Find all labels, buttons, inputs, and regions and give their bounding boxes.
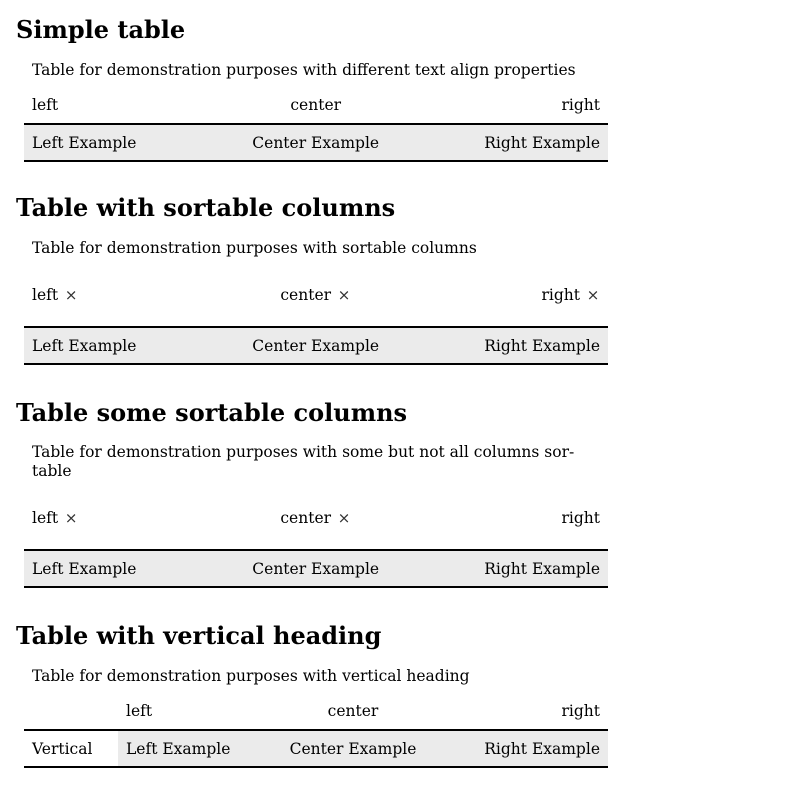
header-right: right bbox=[561, 96, 600, 114]
cell-right: Right Example bbox=[438, 730, 608, 767]
vertical-table-header-row: left center right bbox=[24, 693, 608, 730]
sortable-header-left[interactable]: left ⨯ bbox=[24, 264, 218, 327]
sort-icon[interactable]: ⨯ bbox=[586, 286, 600, 304]
cell-left: Left Example bbox=[24, 327, 219, 364]
header-left: left bbox=[126, 702, 153, 720]
caption-line-2: table bbox=[32, 462, 72, 480]
simple-table-header-row: left center right bbox=[24, 87, 608, 124]
header-center: center bbox=[290, 96, 342, 114]
vertical-table-caption: Table for demonstration purposes with ve… bbox=[32, 667, 470, 685]
some-sortable-table-section: Table some sortable columns Table for de… bbox=[16, 365, 608, 588]
header-center: center bbox=[327, 702, 379, 720]
table-row: Left Example Center Example Right Exampl… bbox=[24, 327, 608, 364]
simple-table-section: Simple table Table for demonstration pur… bbox=[16, 0, 608, 162]
cell-center: Center Example bbox=[218, 124, 413, 161]
sortable-header-center[interactable]: center ⨯ bbox=[218, 264, 412, 327]
sort-icon[interactable]: ⨯ bbox=[64, 286, 78, 304]
header-label: center bbox=[280, 509, 332, 527]
caption-line-1: Table for demonstration purposes with so… bbox=[32, 443, 575, 461]
vertical-table-section: Table with vertical heading Table for de… bbox=[16, 588, 608, 768]
vertical-table: left center right Vertical Left Example … bbox=[24, 693, 608, 768]
sortable-table: left ⨯ center ⨯ right ⨯ Left Example Center… bbox=[24, 264, 608, 365]
table-row: Left Example Center Example Right Exampl… bbox=[24, 124, 608, 161]
header-left: left bbox=[32, 96, 59, 114]
table-row: Vertical Left Example Center Example Rig… bbox=[24, 730, 608, 767]
simple-table-caption: Table for demonstration purposes with di… bbox=[32, 61, 576, 79]
table-row: Left Example Center Example Right Exampl… bbox=[24, 550, 608, 587]
sortable-table-section: Table with sortable columns Table for de… bbox=[16, 162, 608, 365]
sortable-header-right[interactable]: right ⨯ bbox=[413, 264, 608, 327]
cell-left: Left Example bbox=[118, 730, 268, 767]
cell-left: Left Example bbox=[24, 124, 219, 161]
sort-icon[interactable]: ⨯ bbox=[337, 509, 351, 527]
header-right: right bbox=[561, 509, 600, 527]
sortable-header-center[interactable]: center ⨯ bbox=[218, 487, 412, 550]
some-sortable-table-header-row: left ⨯ center ⨯ right bbox=[24, 487, 608, 550]
some-sortable-table-caption: Table for demonstration purposes with so… bbox=[32, 443, 608, 481]
simple-table-title: Simple table bbox=[16, 15, 186, 44]
header-label: right bbox=[541, 286, 580, 304]
sortable-table-title: Table with sortable columns bbox=[16, 193, 396, 222]
header-label: left bbox=[32, 509, 59, 527]
cell-right: Right Example bbox=[412, 327, 608, 364]
corner-cell bbox=[24, 693, 118, 730]
some-sortable-table-title: Table some sortable columns bbox=[16, 398, 408, 427]
cell-right: Right Example bbox=[412, 124, 608, 161]
simple-table: left center right Left Example Center Ex… bbox=[24, 87, 608, 162]
sortable-table-header-row: left ⨯ center ⨯ right ⨯ bbox=[24, 264, 608, 327]
cell-center: Center Example bbox=[218, 550, 413, 587]
sortable-header-left[interactable]: left ⨯ bbox=[24, 487, 218, 550]
cell-center: Center Example bbox=[268, 730, 438, 767]
cell-right: Right Example bbox=[412, 550, 608, 587]
header-label: left bbox=[32, 286, 59, 304]
sort-icon[interactable]: ⨯ bbox=[64, 509, 78, 527]
page: Simple table Table for demonstration pur… bbox=[16, 0, 608, 768]
header-label: center bbox=[280, 286, 332, 304]
cell-center: Center Example bbox=[218, 327, 413, 364]
some-sortable-table: left ⨯ center ⨯ right Left Example Center … bbox=[24, 487, 608, 588]
cell-left: Left Example bbox=[24, 550, 219, 587]
row-heading: Vertical bbox=[24, 730, 118, 767]
sortable-table-caption: Table for demonstration purposes with so… bbox=[32, 239, 477, 257]
sort-icon[interactable]: ⨯ bbox=[337, 286, 351, 304]
header-right: right bbox=[561, 702, 600, 720]
vertical-table-title: Table with vertical heading bbox=[16, 621, 382, 650]
